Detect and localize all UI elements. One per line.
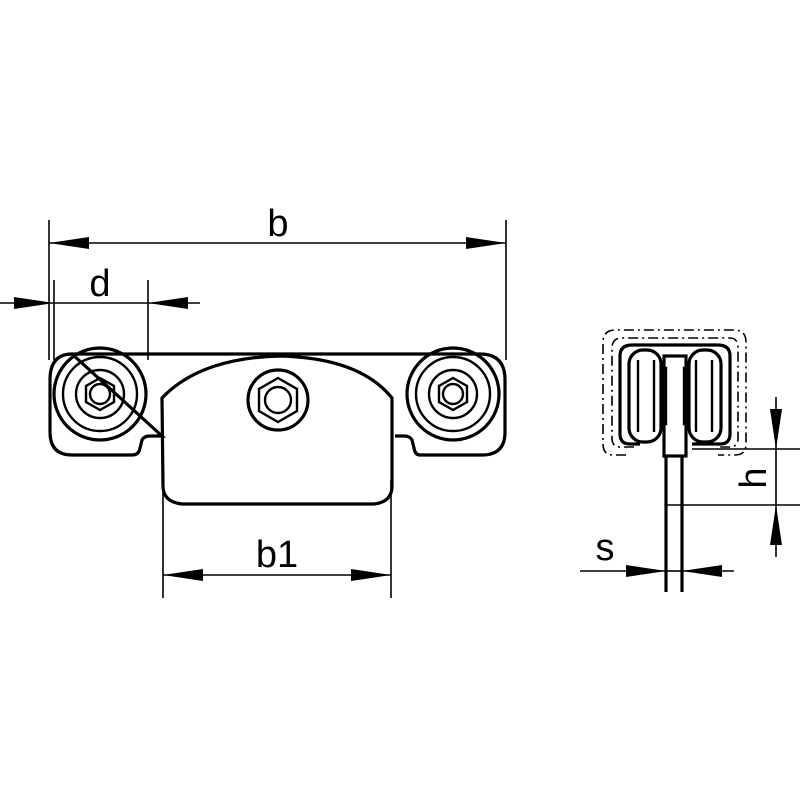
rail-inner-dashed xyxy=(611,337,739,448)
front-view: b d b1 xyxy=(0,203,507,598)
right-wheel xyxy=(682,348,723,444)
left-wheel xyxy=(627,348,668,444)
base-plate-outline xyxy=(48,352,507,457)
label-b1: b1 xyxy=(256,534,298,576)
center-nut xyxy=(246,368,310,432)
label-h: h xyxy=(733,467,775,488)
dimension-b: b xyxy=(48,203,507,360)
center-block xyxy=(160,354,394,506)
rail-profile-dashed xyxy=(602,329,747,456)
dimension-b1: b1 xyxy=(162,480,392,598)
dimension-h: h xyxy=(666,397,800,557)
center-plate xyxy=(662,354,688,592)
left-roller xyxy=(52,346,148,442)
side-view: h s xyxy=(580,329,800,592)
dimension-d: d xyxy=(0,263,200,360)
label-b: b xyxy=(267,203,288,245)
channel-outline xyxy=(618,343,732,446)
right-roller xyxy=(405,346,501,442)
dimension-s: s xyxy=(580,527,734,577)
label-d: d xyxy=(89,263,110,305)
label-s: s xyxy=(596,527,615,569)
